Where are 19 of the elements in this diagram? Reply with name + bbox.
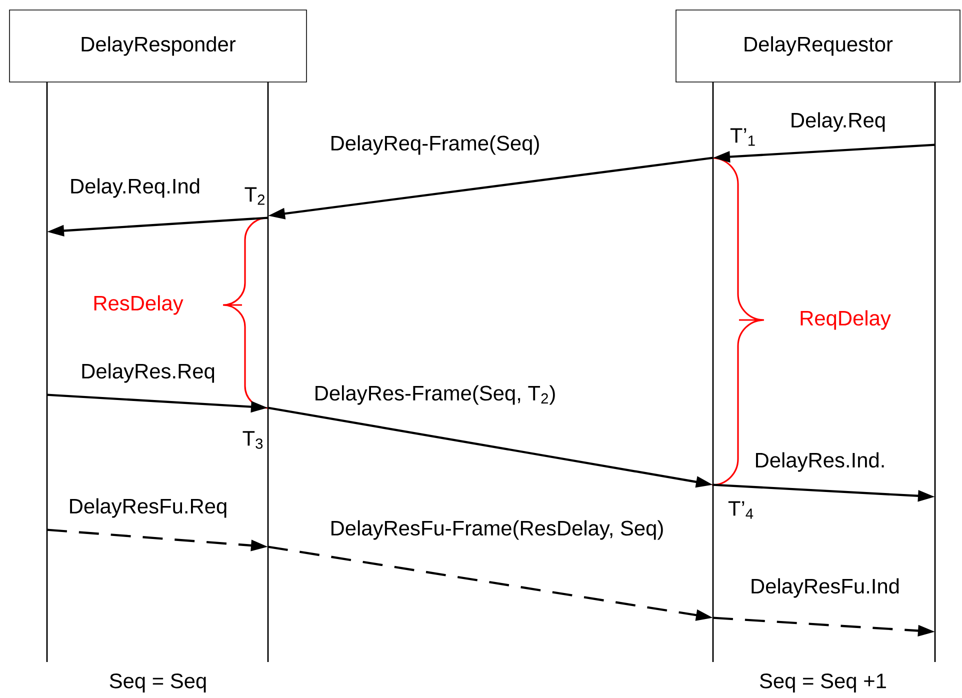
time-label: T’$_{1}$ xyxy=(730,128,755,146)
interval-label: ReqDelay xyxy=(800,310,891,330)
edge-label: DelayReq-Frame(Seq) xyxy=(332,135,539,155)
edge-label: Delay.Req.Ind xyxy=(71,178,200,198)
edge-label: DelayRes.Ind. xyxy=(756,452,884,472)
participant-box: DelayResponder xyxy=(9,10,307,82)
time-label: T’$_{4}$ xyxy=(728,501,754,519)
edge-label: DelayRes.Req xyxy=(82,363,214,383)
edge-label: DelayRes-Frame(Seq, T$_{2}$) xyxy=(316,385,555,405)
note-text: Seq = Seq xyxy=(110,674,206,692)
edge-label: DelayResFu-Frame(ResDelay, Seq) xyxy=(332,520,663,540)
interval-label: ResDelay xyxy=(94,295,184,315)
edge-label: Delay.Req xyxy=(792,112,885,132)
note-text: Seq = Seq +1 xyxy=(760,674,886,692)
participant-box: DelayRequestor xyxy=(676,10,960,82)
edge-label: DelayResFu.Ind xyxy=(752,578,899,598)
lifeline xyxy=(934,82,936,662)
edge-label: DelayResFu.Req xyxy=(70,498,226,518)
time-label: T$_{2}$ xyxy=(244,187,264,205)
